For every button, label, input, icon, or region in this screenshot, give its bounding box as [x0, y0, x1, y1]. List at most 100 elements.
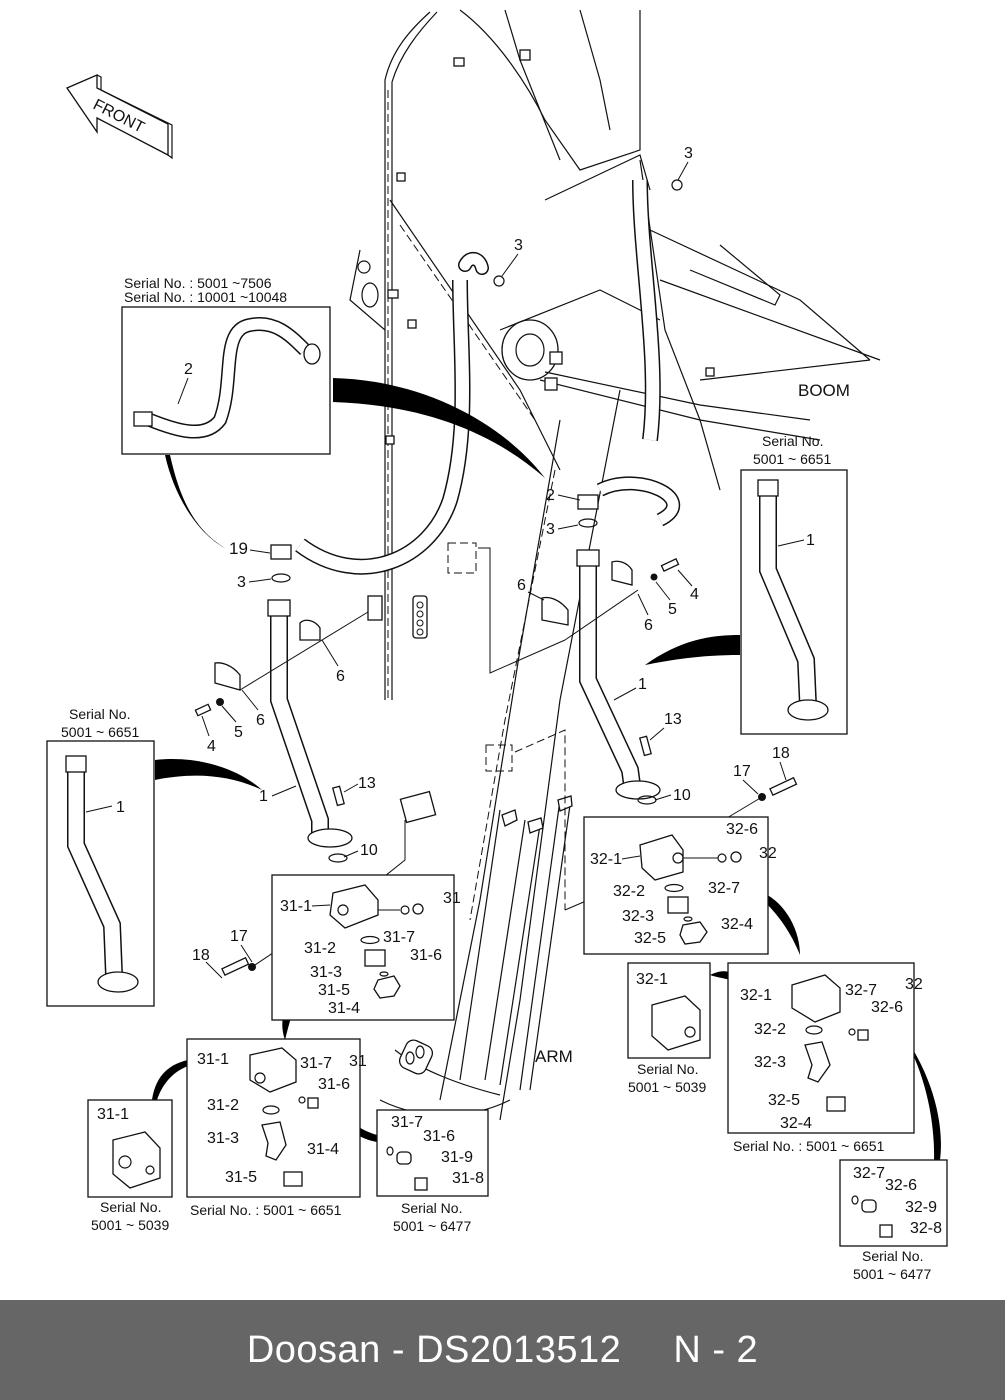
callout-18-left: 18 [192, 947, 210, 964]
inset-block-32-alt: 32-1 Serial No. 5001 ~ 5039 [627, 962, 711, 1095]
callout-1-right-main: 1 [638, 676, 647, 693]
part-32-8-alt: 32-8 [910, 1220, 942, 1237]
callout-13-left: 13 [358, 775, 376, 792]
inset-assembly-31-detail: 31 31-1 31-2 31-3 31-5 31-4 31-7 31-6 Se… [186, 1038, 367, 1218]
part-32-2: 32-2 [613, 883, 645, 900]
footer-brand: Doosan [246, 1328, 381, 1371]
part-31-3: 31-3 [310, 964, 342, 981]
callout-3-left-pipe: 3 [237, 574, 246, 591]
part-31-9-alt: 31-9 [441, 1149, 473, 1166]
callout-3-right-pipe: 3 [546, 521, 555, 538]
part-32-7: 32-7 [708, 880, 740, 897]
callout-6-left-a: 6 [336, 668, 345, 685]
serial-hose-line2: Serial No. : 10001 ~10048 [124, 289, 287, 305]
footer-separator: - [380, 1328, 417, 1371]
hose-left [270, 251, 489, 575]
inset-pipe-right: Serial No. 5001 ~ 6651 1 [740, 433, 848, 735]
serial-pipe-left-range: 5001 ~ 6651 [61, 724, 139, 740]
serial-asm32-detail: Serial No. : 5001 ~ 6651 [733, 1138, 885, 1154]
callout-18-right: 18 [772, 745, 790, 762]
parts-diagram: FRONT [46, 9, 948, 1282]
part-32-7-detail: 32-7 [845, 982, 877, 999]
arm-label: ARM [535, 1047, 573, 1066]
serial-block32-title: Serial No. [637, 1061, 698, 1077]
callout-1-inset-right: 1 [806, 532, 815, 549]
serial-block31-range: 5001 ~ 5039 [91, 1217, 169, 1233]
part-31-7: 31-7 [383, 929, 415, 946]
inset-hose-early: Serial No. : 5001 ~7506 Serial No. : 100… [121, 275, 331, 455]
callout-31: 31 [443, 890, 461, 907]
callout-6-left-b: 6 [256, 712, 265, 729]
callout-31-detail: 31 [349, 1053, 367, 1070]
callout-13-right: 13 [664, 711, 682, 728]
callout-17-right: 17 [733, 763, 751, 780]
part-31-1-detail: 31-1 [197, 1051, 229, 1068]
serial-pipe-left-title: Serial No. [69, 706, 130, 722]
part-32-7-alt: 32-7 [853, 1165, 885, 1182]
part-31-4: 31-4 [328, 1000, 360, 1017]
part-32-1-detail: 32-1 [740, 987, 772, 1004]
serial-asm31-detail: Serial No. : 5001 ~ 6651 [190, 1202, 342, 1218]
arm-lug-icon [398, 1039, 434, 1075]
callout-arcs [152, 378, 941, 1160]
part-31-6-detail: 31-6 [318, 1076, 350, 1093]
pipe-left [267, 599, 353, 848]
assembly-31-box: 31 31-1 31-2 31-3 31-5 31-4 31-7 31-6 [271, 874, 461, 1021]
part-32-6: 32-6 [726, 821, 758, 838]
callout-3-top-right: 3 [684, 145, 693, 162]
serial-block31-title: Serial No. [100, 1199, 161, 1215]
part-31-5: 31-5 [318, 982, 350, 999]
part-31-2-detail: 31-2 [207, 1097, 239, 1114]
inset-plug-31-alt: 31-7 31-6 31-9 31-8 Serial No. 5001 ~ 64… [376, 1109, 489, 1234]
part-31-6-alt: 31-6 [423, 1128, 455, 1145]
serial-pipe-right-title: Serial No. [762, 433, 823, 449]
part-31-1-alt: 31-1 [97, 1106, 129, 1123]
serial-plug31-range: 5001 ~ 6477 [393, 1218, 471, 1234]
part-32-9-alt: 32-9 [905, 1199, 937, 1216]
part-31-8-alt: 31-8 [452, 1170, 484, 1187]
serial-hose-line1: Serial No. : 5001 ~7506 [124, 275, 272, 291]
part-31-3-detail: 31-3 [207, 1130, 239, 1147]
serial-plug32-range: 5001 ~ 6477 [853, 1266, 931, 1282]
pipe-right [576, 549, 661, 800]
serial-plug32-title: Serial No. [862, 1248, 923, 1264]
part-32-3: 32-3 [622, 908, 654, 925]
callout-19: 19 [229, 539, 248, 558]
part-31-6: 31-6 [410, 947, 442, 964]
callout-5-left: 5 [234, 724, 243, 741]
serial-pipe-right-range: 5001 ~ 6651 [753, 451, 831, 467]
inset-plug-32-alt: 32-7 32-6 32-9 32-8 Serial No. 5001 ~ 64… [839, 1159, 948, 1282]
assembly-32-box: 32 32-1 32-2 32-3 32-5 32-4 32-6 32-7 [583, 816, 777, 955]
callout-6-right-a: 6 [517, 577, 526, 594]
serial-block32-range: 5001 ~ 5039 [628, 1079, 706, 1095]
callout-4-right: 4 [690, 586, 699, 603]
footer-part-number: DS2013512 [416, 1328, 622, 1371]
part-32-4: 32-4 [721, 916, 753, 933]
part-32-2-detail: 32-2 [754, 1021, 786, 1038]
part-31-2: 31-2 [304, 940, 336, 957]
callout-4-left: 4 [207, 738, 216, 755]
part-32-3-detail: 32-3 [754, 1054, 786, 1071]
part-32-1: 32-1 [590, 851, 622, 868]
part-31-5-detail: 31-5 [225, 1169, 257, 1186]
clamp-icons [214, 560, 639, 691]
boom-structure [349, 9, 881, 1121]
callout-32-detail: 32 [905, 976, 923, 993]
callout-2-inset: 2 [184, 361, 193, 378]
part-32-6-alt: 32-6 [885, 1177, 917, 1194]
callout-10-left: 10 [360, 842, 378, 859]
o-ring-icons [271, 179, 683, 863]
boom-label: BOOM [798, 381, 850, 400]
part-32-1-alt: 32-1 [636, 971, 668, 988]
part-32-4-detail: 32-4 [780, 1115, 812, 1132]
part-31-4-detail: 31-4 [307, 1141, 339, 1158]
callout-10-right: 10 [673, 787, 691, 804]
part-32-5: 32-5 [634, 930, 666, 947]
front-arrow-icon: FRONT [66, 74, 173, 160]
callout-2-main: 2 [546, 487, 555, 504]
inset-assembly-32-detail: 32 32-1 32-2 32-3 32-5 32-4 32-7 32-6 Se… [727, 962, 923, 1154]
callout-17-left: 17 [230, 928, 248, 945]
hose-right [577, 179, 680, 527]
part-32-5-detail: 32-5 [768, 1092, 800, 1109]
